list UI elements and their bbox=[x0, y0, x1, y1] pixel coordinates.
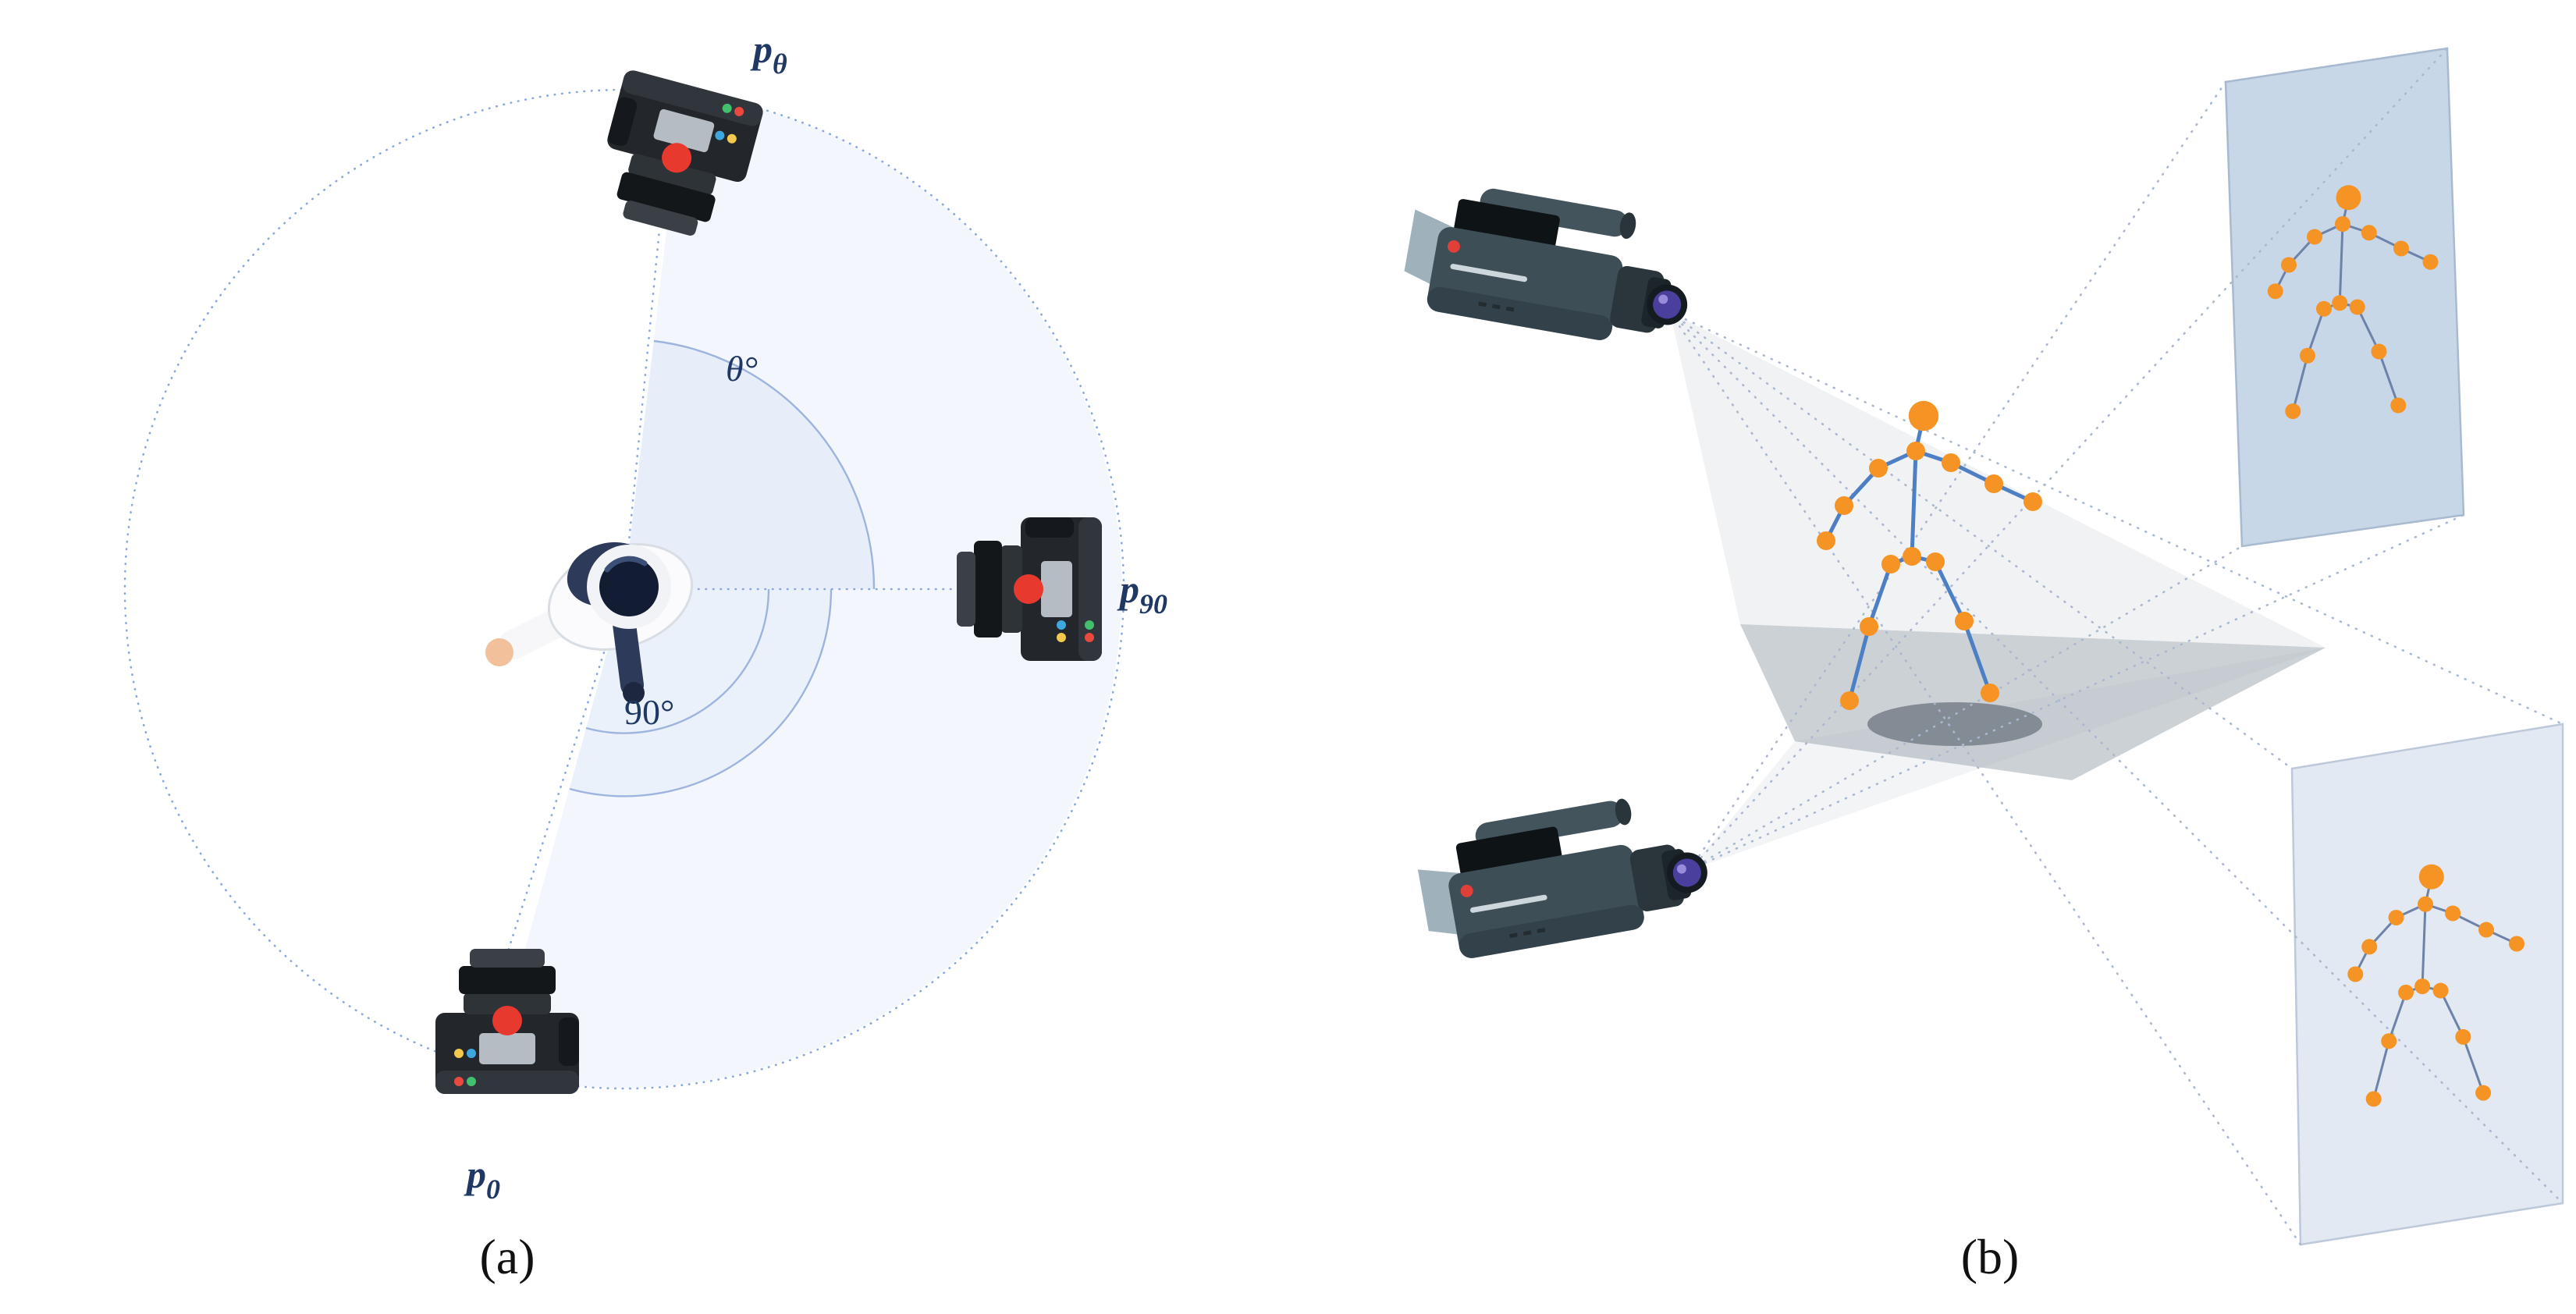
skeleton-bone bbox=[2421, 904, 2427, 987]
skeleton-joint-hip_r bbox=[2349, 299, 2365, 315]
skeleton-joint-hip_l bbox=[2316, 300, 2332, 317]
skeleton-joint-hand_r bbox=[2023, 492, 2042, 511]
caption-b: (b) bbox=[1961, 1229, 2020, 1284]
skeleton-bone bbox=[1847, 626, 1871, 701]
caption-a: (a) bbox=[479, 1229, 535, 1284]
floor-patch bbox=[1740, 624, 2326, 780]
label-p-90: p90 bbox=[1117, 567, 1167, 620]
theta-angle-arc bbox=[653, 339, 876, 590]
skeleton-joint-shoulder_r bbox=[2445, 905, 2461, 922]
skeleton-joint-foot_r bbox=[2475, 1085, 2492, 1101]
skeleton-joint-neck bbox=[1906, 442, 1925, 460]
skeleton-bone bbox=[2372, 1040, 2390, 1099]
skeleton-bone bbox=[2306, 308, 2326, 357]
skeleton-joint-shoulder_r bbox=[1942, 453, 1960, 472]
skeleton-joint-shoulder_l bbox=[1869, 459, 1888, 478]
skeleton-joint-elbow_r bbox=[2393, 240, 2409, 257]
skeleton-joint-shoulder_l bbox=[2307, 229, 2322, 245]
panel-b: (b) bbox=[1398, 47, 2564, 1284]
ray bbox=[1668, 311, 2294, 770]
pose-skeleton-upper-plane bbox=[2267, 185, 2439, 419]
skeleton-joint-elbow_r bbox=[2478, 922, 2494, 938]
skeleton-joint-hand_r bbox=[2509, 936, 2524, 952]
skeleton-joint-neck bbox=[2335, 216, 2350, 232]
skeleton-bone bbox=[2338, 223, 2344, 304]
floor-shadow bbox=[1867, 702, 2042, 746]
skeleton-joint-foot_r bbox=[2390, 397, 2407, 414]
pose-skeleton-3d bbox=[1817, 400, 2042, 710]
person-foot bbox=[623, 682, 645, 704]
skeleton-joint-hip bbox=[1903, 547, 1921, 566]
skeleton-bone bbox=[2461, 1036, 2485, 1094]
skeleton-joint-knee_r bbox=[1955, 612, 1974, 630]
person-head bbox=[599, 557, 659, 616]
skeleton-bone bbox=[1910, 450, 1918, 557]
skeleton-joint-hand_l bbox=[2267, 283, 2283, 300]
skeleton-joint-foot_l bbox=[2365, 1091, 2382, 1107]
skeleton-bone bbox=[2387, 992, 2407, 1042]
ninety-angle-arc-inner bbox=[585, 588, 770, 734]
label-angle-theta: θ° bbox=[726, 349, 758, 389]
skeleton-joint-foot_l bbox=[1840, 691, 1859, 710]
skeleton-joint-knee_r bbox=[2371, 343, 2387, 360]
camera-orbit-circle bbox=[123, 88, 1125, 1090]
rays-lower-camera bbox=[1688, 47, 2465, 872]
skeleton-joint-elbow_r bbox=[1984, 474, 2003, 493]
skeleton-joint-knee_l bbox=[1860, 617, 1878, 636]
radial-line-bottom-camera bbox=[506, 588, 626, 955]
ray bbox=[1688, 47, 2449, 872]
skeleton-joint-hip_l bbox=[1881, 555, 1900, 574]
rays-upper-camera bbox=[1668, 311, 2564, 1246]
pose-skeleton-lower-plane bbox=[2347, 864, 2524, 1107]
skeleton-joint-hip bbox=[2414, 978, 2431, 995]
label-p-0: p0 bbox=[464, 1152, 500, 1205]
skeleton-joint-foot_l bbox=[2285, 403, 2301, 419]
person-head-highlight bbox=[604, 556, 648, 573]
skeleton-bone bbox=[2291, 355, 2309, 412]
person-hand bbox=[485, 638, 513, 666]
skeleton-joint-elbow_l bbox=[2281, 257, 2297, 273]
skeleton-bone bbox=[2378, 350, 2400, 407]
label-p-theta: pθ bbox=[750, 27, 787, 80]
skeleton-bone bbox=[1933, 560, 1967, 623]
skeleton-joint-neck bbox=[2418, 896, 2433, 912]
skeleton-joint-head bbox=[2418, 864, 2444, 890]
skeleton-bone bbox=[2356, 306, 2380, 353]
theta-wedge-fill bbox=[624, 341, 875, 589]
skeleton-bone bbox=[1962, 620, 1992, 694]
skeleton-joint-hand_l bbox=[1817, 531, 1835, 550]
skeleton-joint-hand_l bbox=[2347, 966, 2364, 982]
skeleton-joint-elbow_l bbox=[2361, 939, 2378, 955]
skeleton-joint-knee_l bbox=[2381, 1033, 2397, 1049]
skeleton-joint-head bbox=[1908, 400, 1939, 431]
ray bbox=[1668, 311, 2564, 726]
skeleton-joint-shoulder_r bbox=[2361, 225, 2377, 241]
ninety-angle-arc-outer bbox=[569, 588, 833, 797]
person-top-view bbox=[485, 542, 694, 704]
skeleton-joint-hand_r bbox=[2422, 254, 2439, 270]
ray bbox=[1688, 545, 2244, 872]
skeleton-joint-shoulder_l bbox=[2388, 909, 2404, 925]
panel-a: pθ p90 p0 θ° 90° (a) bbox=[123, 27, 1167, 1284]
skeleton-joint-hip_r bbox=[2432, 982, 2449, 999]
skeleton-bone bbox=[2439, 989, 2464, 1038]
skeleton-joint-head bbox=[2336, 185, 2361, 211]
skeleton-joint-hip bbox=[2332, 295, 2348, 311]
skeleton-joint-hip_l bbox=[2398, 984, 2414, 1000]
skeleton-joint-knee_l bbox=[2300, 347, 2315, 364]
person-leg bbox=[613, 613, 644, 697]
skeleton-joint-hip_r bbox=[1926, 552, 1945, 571]
radial-line-top-camera bbox=[623, 229, 661, 591]
skeleton-bone bbox=[1867, 563, 1893, 627]
skeleton-joint-elbow_l bbox=[1835, 496, 1853, 515]
skeleton-joint-knee_r bbox=[2455, 1028, 2471, 1045]
skeleton-joint-foot_r bbox=[1981, 684, 1999, 702]
label-angle-90: 90° bbox=[624, 692, 674, 732]
